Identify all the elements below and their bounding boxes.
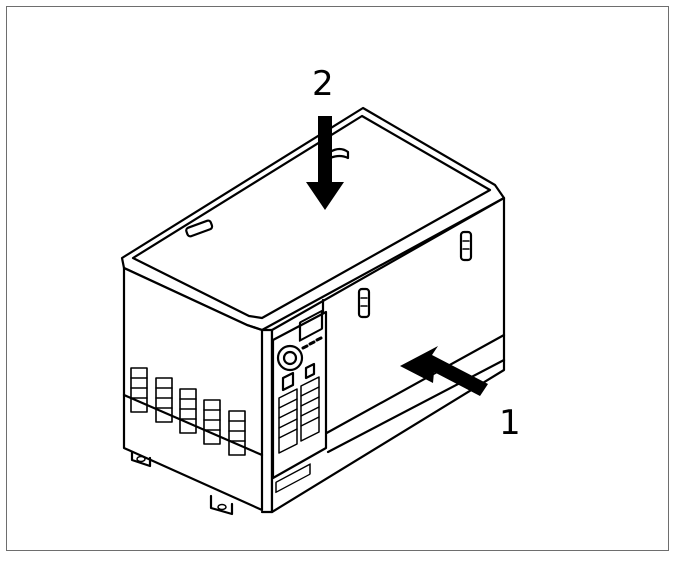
callout-label-2: 2 xyxy=(312,64,334,104)
roof-handle-left xyxy=(185,219,214,238)
front-base-band-top xyxy=(321,333,506,437)
callout-label-1: 1 xyxy=(499,403,521,443)
breaker-knob xyxy=(276,344,304,372)
panel-vents xyxy=(278,376,320,454)
left-louvers xyxy=(130,367,246,456)
socket xyxy=(281,371,295,392)
door-latch-1 xyxy=(357,287,371,319)
front-base-band-mid xyxy=(326,358,506,454)
roof-handle-top xyxy=(328,147,350,160)
control-buttons xyxy=(301,336,323,350)
arrow-2 xyxy=(306,116,344,210)
door-latch-2 xyxy=(459,230,473,262)
foot-left xyxy=(130,450,152,468)
display-screen xyxy=(298,309,324,342)
arrow-1 xyxy=(400,346,488,396)
figure-frame xyxy=(6,6,669,551)
switch xyxy=(304,362,316,380)
nameplate xyxy=(275,463,311,494)
foot-right xyxy=(209,494,234,516)
